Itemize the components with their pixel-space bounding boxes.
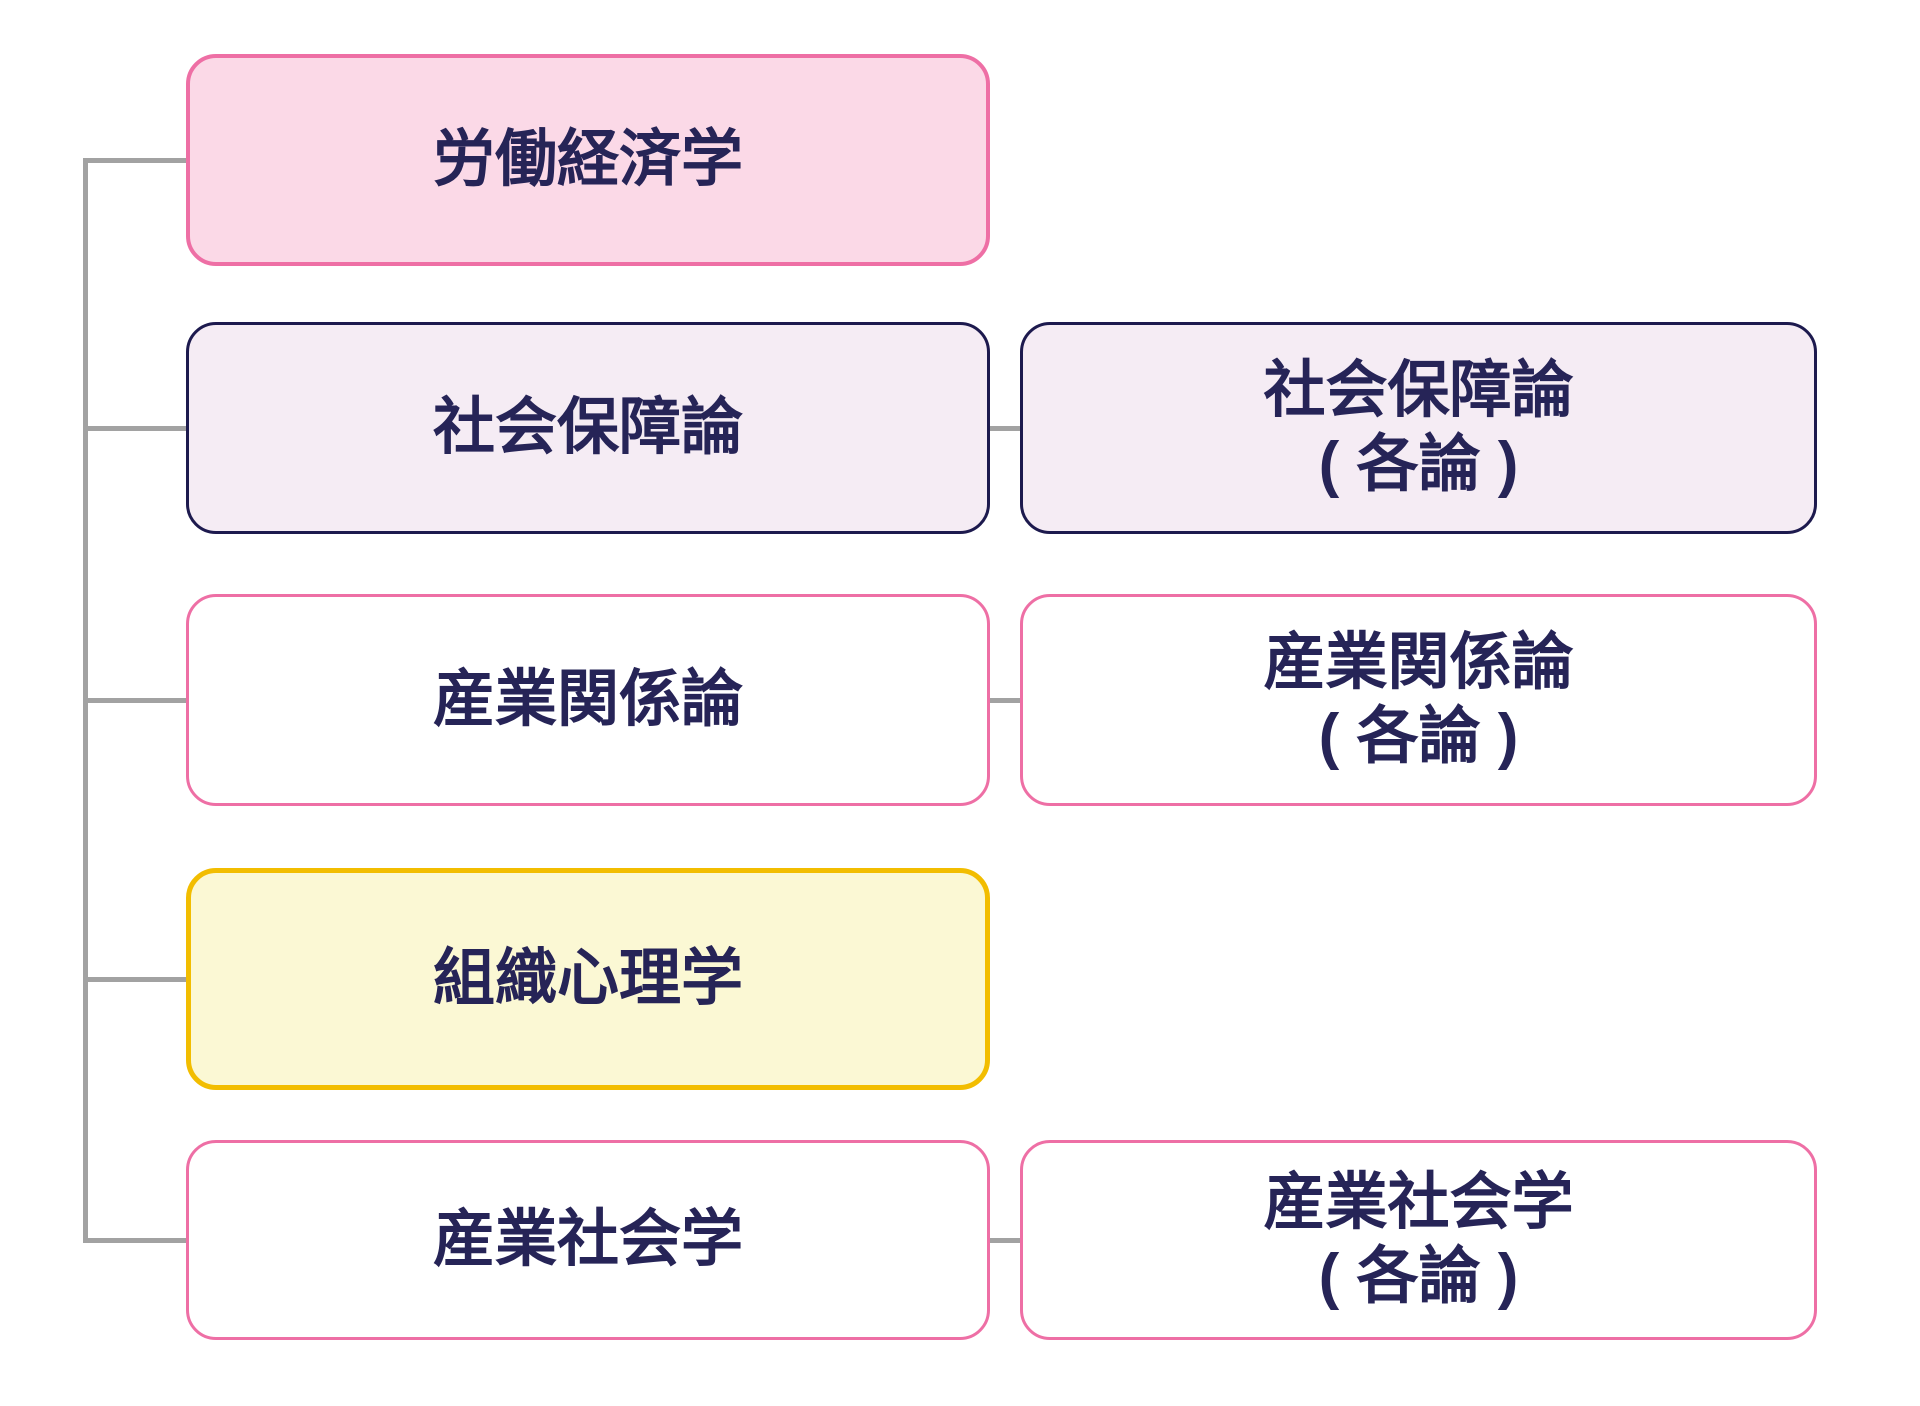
node-label: 産業社会学 xyxy=(1263,1168,1574,1237)
node-industrial-relations: 産業関係論 xyxy=(186,594,990,806)
connector-row4-left xyxy=(83,977,186,982)
node-social-security: 社会保障論 xyxy=(186,322,990,534)
node-label: 社会保障論 xyxy=(1263,356,1574,425)
node-sublabel: ( 各論 ) xyxy=(1318,702,1519,771)
connector-row2-left xyxy=(83,426,186,431)
node-label: 産業関係論 xyxy=(432,665,743,734)
node-industrial-sociology: 産業社会学 xyxy=(186,1140,990,1340)
node-social-security-detail: 社会保障論 ( 各論 ) xyxy=(1020,322,1817,534)
node-label: 産業社会学 xyxy=(432,1205,743,1274)
connector-row5-left xyxy=(83,1238,186,1243)
connector-row2-detail xyxy=(988,426,1022,431)
connector-row1-left xyxy=(83,158,186,163)
node-sublabel: ( 各論 ) xyxy=(1318,1242,1519,1311)
node-sublabel: ( 各論 ) xyxy=(1318,430,1519,499)
node-label: 労働経済学 xyxy=(432,125,743,194)
node-organizational-psychology: 組織心理学 xyxy=(186,868,990,1090)
node-industrial-sociology-detail: 産業社会学 ( 各論 ) xyxy=(1020,1140,1817,1340)
node-label: 産業関係論 xyxy=(1263,628,1574,697)
connector-row3-left xyxy=(83,698,186,703)
node-industrial-relations-detail: 産業関係論 ( 各論 ) xyxy=(1020,594,1817,806)
node-labor-economics: 労働経済学 xyxy=(186,54,990,266)
connector-row3-detail xyxy=(988,698,1022,703)
node-label: 組織心理学 xyxy=(432,944,743,1013)
connector-row5-detail xyxy=(988,1238,1022,1243)
node-label: 社会保障論 xyxy=(432,393,743,462)
